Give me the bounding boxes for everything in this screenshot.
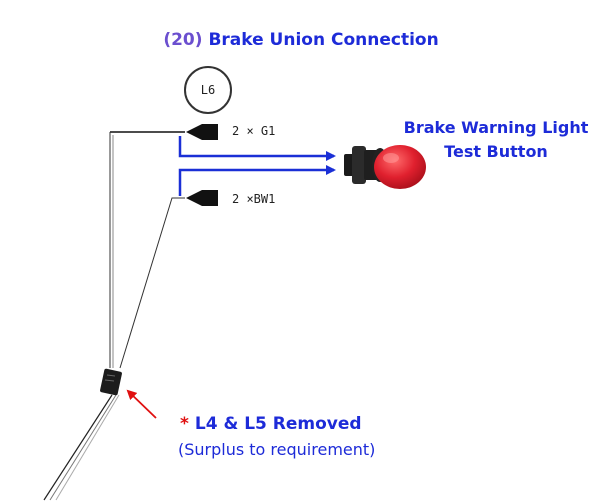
splice-junction [100, 368, 122, 396]
terminal-bw1 [186, 190, 218, 206]
note-marker: * [180, 414, 189, 434]
terminal-label-g1: 2 × G1 [232, 124, 276, 138]
page-title: (20) Brake Union Connection [0, 30, 602, 50]
component-label-line1: Brake Warning Light [403, 118, 589, 137]
connector-label: L6 [200, 83, 216, 97]
removal-note-title: *L4 & L5 Removed [180, 414, 362, 434]
connector-l6: L6 [184, 66, 232, 114]
red-pointer-arrow [126, 389, 157, 419]
note-title-text: L4 & L5 Removed [194, 414, 362, 434]
removal-note-subtitle: (Surplus to requirement) [178, 440, 376, 459]
component-label: Brake Warning Light Test Button [396, 116, 596, 164]
terminal-g1 [186, 124, 218, 140]
blue-connection-arrows [178, 136, 336, 196]
title-text: Brake Union Connection [208, 30, 439, 50]
title-number: (20) [163, 30, 203, 50]
component-label-line2: Test Button [444, 142, 548, 161]
push-button-icon [344, 145, 426, 189]
harness-wires [43, 131, 185, 501]
terminal-label-bw1: 2 ×BW1 [232, 192, 276, 206]
